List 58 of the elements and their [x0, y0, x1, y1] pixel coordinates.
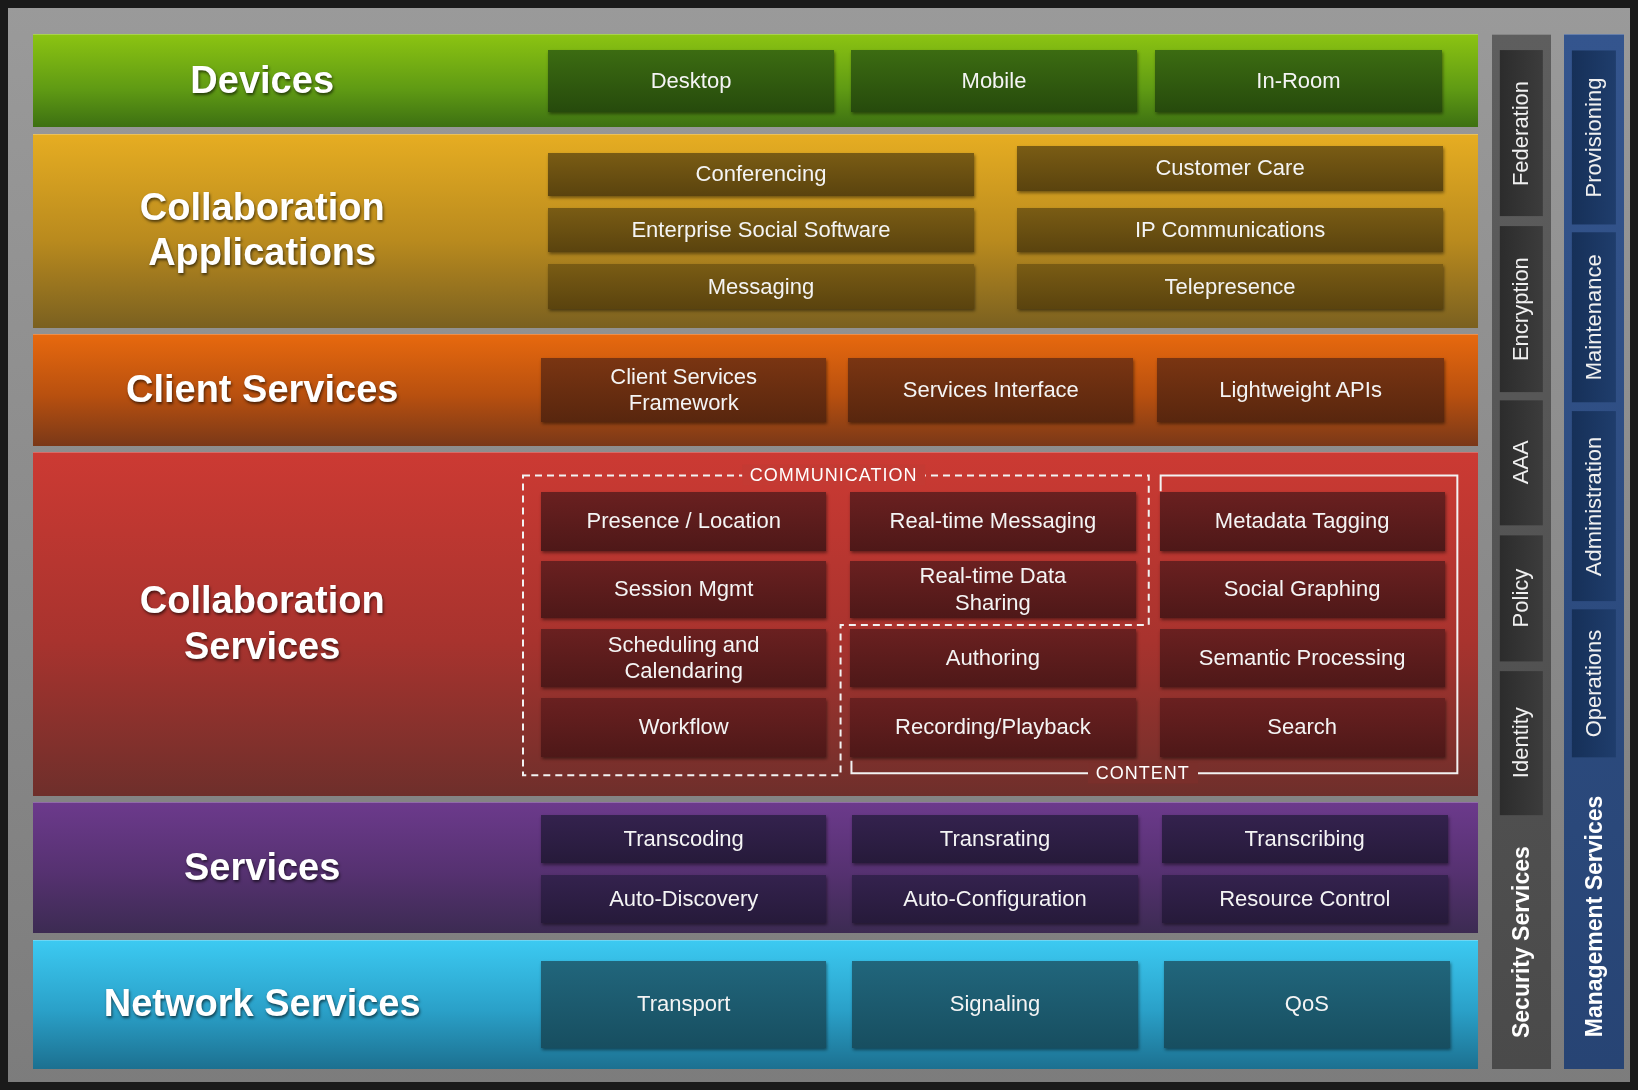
service-box: Enterprise Social Software	[548, 207, 974, 252]
side-column	[1563, 34, 1625, 1069]
service-box: Client Services Framework	[541, 358, 827, 422]
service-box: Auto-Configuration	[852, 875, 1138, 924]
service-box: Search	[1159, 697, 1445, 758]
service-box: Services Interface	[848, 358, 1134, 422]
service-box: In-Room	[1155, 50, 1442, 112]
service-box: Scheduling and Calendaring	[541, 628, 827, 688]
layer-band	[33, 802, 1479, 933]
layer-title: Collaboration Applications	[138, 185, 386, 276]
service-box: Telepresence	[1017, 264, 1443, 310]
service-box: IP Communications	[1017, 207, 1443, 252]
layer-title: Collaboration Services	[138, 578, 386, 670]
layer-band	[33, 334, 1479, 447]
service-box: Auto-Discovery	[541, 875, 827, 924]
service-box: Transrating	[852, 814, 1138, 863]
layer-band	[33, 133, 1479, 328]
service-box: Lightweight APIs	[1157, 358, 1444, 422]
service-box: Signaling	[852, 961, 1138, 1048]
service-box: Presence / Location	[541, 492, 827, 551]
service-box: Provisioning	[1572, 50, 1617, 225]
service-box: Conferencing	[548, 152, 974, 197]
service-box: Recording/Playback	[850, 697, 1136, 758]
column-title: Security Services	[1507, 845, 1535, 1041]
layer-band	[33, 452, 1479, 796]
layer-title: Services	[183, 844, 342, 890]
service-box: Customer Care	[1017, 146, 1443, 192]
service-box: Desktop	[548, 50, 834, 112]
service-box: Semantic Processing	[1159, 628, 1445, 688]
service-box: Maintenance	[1572, 231, 1617, 403]
service-box: Encryption	[1500, 225, 1543, 392]
service-box: Authoring	[850, 628, 1136, 688]
column-title: Management Services	[1579, 794, 1608, 1040]
service-box: Transcoding	[541, 814, 827, 863]
service-box: Identity	[1500, 670, 1543, 815]
service-box: Real-time Messaging	[850, 492, 1136, 551]
layer-title: Network Services	[102, 981, 422, 1027]
service-box: Transport	[541, 961, 827, 1048]
service-box: Real-time Data Sharing	[850, 560, 1136, 619]
layer-title: Devices	[189, 58, 335, 104]
side-column	[1491, 34, 1552, 1069]
service-box: Social Graphing	[1159, 560, 1445, 619]
service-box: Administration	[1572, 410, 1617, 601]
layer-band	[33, 34, 1479, 128]
service-box: QoS	[1163, 961, 1450, 1048]
service-box: Workflow	[541, 697, 827, 758]
service-box: Transcribing	[1161, 814, 1448, 863]
service-box: Operations	[1572, 609, 1617, 758]
service-box: Policy	[1500, 534, 1543, 662]
service-box: Federation	[1500, 50, 1543, 217]
service-box: Metadata Tagging	[1159, 492, 1445, 551]
service-box: Resource Control	[1161, 875, 1448, 924]
service-box: Session Mgmt	[541, 560, 827, 619]
layer-title: Client Services	[124, 367, 400, 413]
service-box: AAA	[1500, 400, 1543, 526]
service-box: Messaging	[548, 264, 974, 310]
layer-band	[33, 940, 1479, 1069]
service-box: Mobile	[851, 50, 1137, 112]
